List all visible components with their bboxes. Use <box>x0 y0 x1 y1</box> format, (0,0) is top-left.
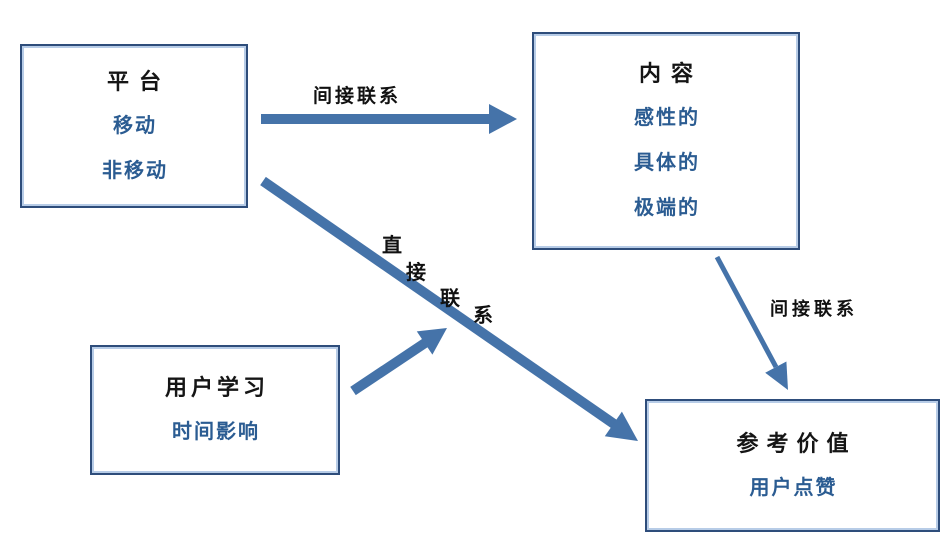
arrow-label-direct-char: 直 <box>382 235 402 257</box>
arrow-user-learning-moderator-head <box>416 328 447 355</box>
arrow-content-to-reference-head <box>765 361 788 390</box>
box-user-learning-title: 用户学习 <box>164 375 269 400</box>
box-platform-item: 移动 <box>113 114 157 137</box>
arrow-label-direct-char: 接 <box>406 262 426 284</box>
box-user-learning: 用户学习 时间影响 <box>90 345 340 475</box>
box-content-title: 内容 <box>638 61 703 86</box>
arrow-label-direct-char: 系 <box>473 305 493 327</box>
arrow-platform-to-content-head <box>489 104 517 134</box>
box-reference-value: 参考价值 用户点赞 <box>645 399 940 532</box>
box-content-item: 具体的 <box>634 152 700 174</box>
box-content-item: 感性的 <box>634 107 700 129</box>
arrow-content-to-reference-shaft <box>714 255 779 369</box>
box-platform-title: 平台 <box>106 68 171 94</box>
box-platform-item: 非移动 <box>102 159 168 182</box>
arrow-platform-to-reference-head <box>604 411 638 441</box>
box-user-learning-item: 时间影响 <box>172 421 260 443</box>
box-platform: 平台 移动 非移动 <box>20 44 248 208</box>
arrow-platform-to-reference-shaft <box>260 176 617 429</box>
box-content-item: 极端的 <box>634 197 700 219</box>
arrow-label-direct-char: 联 <box>440 288 460 310</box>
arrow-label-indirect-top: 间接联系 <box>313 86 402 107</box>
arrow-label-indirect-right: 间接联系 <box>770 299 858 319</box>
box-reference-value-title: 参考价值 <box>736 430 857 456</box>
arrow-user-learning-moderator-shaft <box>350 338 428 396</box>
box-content: 内容 感性的 具体的 极端的 <box>532 32 800 250</box>
box-reference-value-item: 用户点赞 <box>749 476 838 499</box>
